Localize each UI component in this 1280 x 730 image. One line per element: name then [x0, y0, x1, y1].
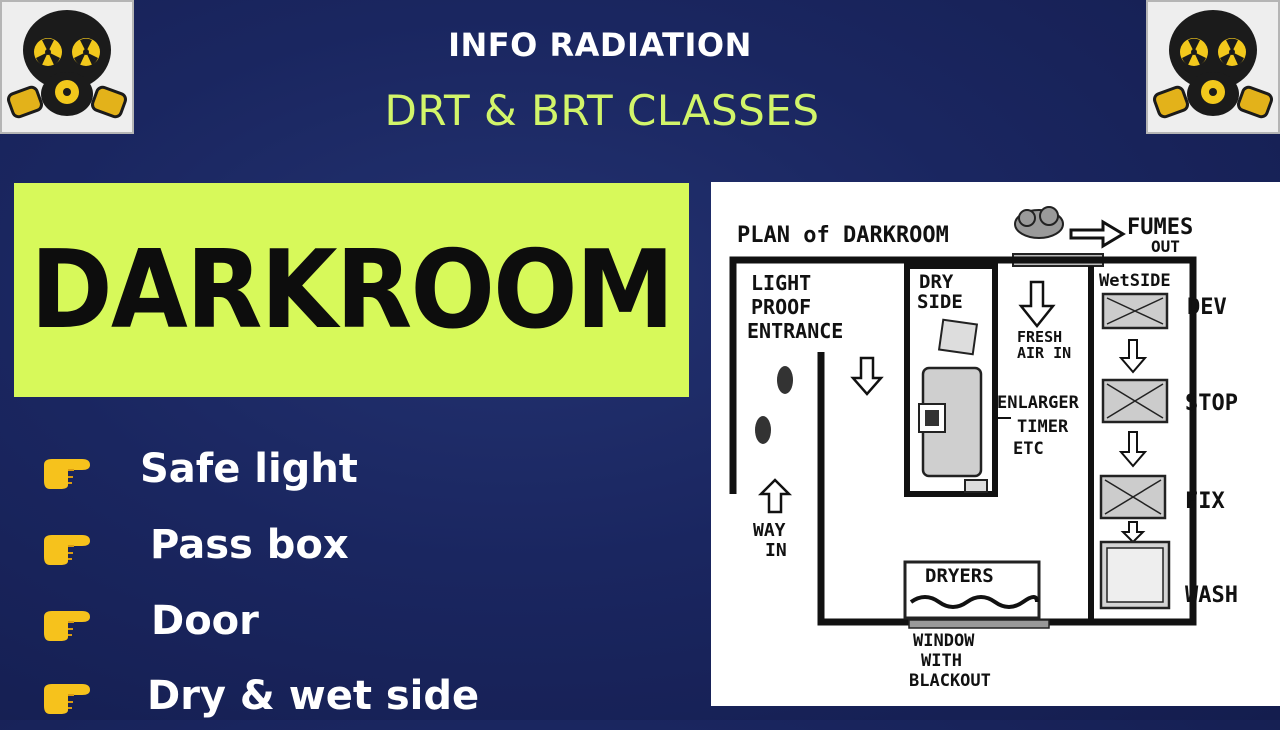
fumes-out-label: OUT [1151, 237, 1180, 256]
way-in-label-1: WAY [753, 520, 786, 541]
tray-wash [1099, 540, 1171, 610]
pointing-hand-icon [44, 611, 90, 641]
entrance-label-3: ENTRANCE [747, 319, 843, 343]
tray-stop [1101, 378, 1169, 424]
list-item-label: Pass box [150, 522, 349, 568]
step-stop-label: STOP [1185, 391, 1238, 416]
banner-title: DARKROOM [30, 227, 674, 353]
window-label-3: BLACKOUT [909, 671, 991, 691]
way-in-label-2: IN [765, 540, 787, 561]
dryers-unit [903, 560, 1041, 620]
list-item-label: Dry & wet side [147, 673, 480, 719]
outer-wall [729, 256, 1197, 626]
pointing-hand-icon [44, 459, 90, 489]
arrow-down-icon [850, 356, 884, 396]
fumes-label: FUMES [1127, 215, 1193, 240]
header-subtitle: DRT & BRT CLASSES [384, 86, 820, 135]
window-frame [908, 619, 1050, 629]
arrow-down-icon [1120, 521, 1146, 544]
enlarger-label-3: ETC [1013, 439, 1044, 459]
arrow-up-icon [757, 478, 793, 514]
dryers-label: DRYERS [925, 565, 994, 587]
enlarger-label-2: TIMER [1017, 417, 1069, 437]
list-item-label: Safe light [140, 446, 358, 492]
gas-mask-radiation-icon [1152, 10, 1274, 119]
entrance-label-1: LIGHT [751, 271, 811, 295]
wet-side-label: WetSIDE [1099, 271, 1171, 291]
step-fix-label: FIX [1185, 489, 1225, 514]
dryer-wave [909, 595, 1039, 609]
entrance-label-2: PROOF [751, 295, 811, 319]
fresh-air-label-1: FRESH [1017, 328, 1062, 346]
plan-title: PLAN of DARKROOM [737, 223, 949, 248]
dry-side-label-2: SIDE [917, 291, 963, 313]
logo-right [1146, 0, 1280, 134]
pointing-hand-icon [44, 684, 90, 714]
logo-left [0, 0, 134, 134]
header-title: INFO RADIATION [448, 26, 752, 64]
arrow-right-icon [1069, 219, 1126, 249]
dry-side-label-1: DRY [919, 271, 954, 293]
step-dev-label: DEV [1187, 295, 1227, 320]
step-wash-label: WASH [1185, 583, 1238, 608]
enlarger-label-1: ENLARGER [997, 393, 1080, 413]
dry-side-wall [904, 263, 998, 497]
enlarger-head [925, 410, 939, 426]
window-label-1: WINDOW [913, 631, 975, 651]
fresh-air-label-2: AIR IN [1017, 344, 1071, 362]
footprint-icon [777, 366, 793, 394]
tray-dev [1101, 292, 1169, 330]
darkroom-plan-drawing: PLAN of DARKROOM FUMES OUT LIGHT PROOF E… [729, 206, 1238, 691]
gas-mask-radiation-icon [6, 10, 128, 119]
window-label-2: WITH [921, 651, 962, 671]
timer [964, 479, 988, 493]
darkroom-plan-diagram: PLAN of DARKROOM FUMES OUT LIGHT PROOF E… [711, 182, 1280, 706]
footprint-icon [755, 416, 771, 444]
paper-stack [937, 318, 979, 356]
arrow-down-icon [1118, 339, 1148, 374]
cloud-icon [1014, 206, 1064, 239]
tray-fix [1099, 474, 1167, 520]
pointing-hand-icon [44, 535, 90, 565]
arrow-down-icon [1018, 280, 1056, 329]
title-banner: DARKROOM [14, 183, 689, 397]
arrow-down-icon [1118, 431, 1148, 468]
list-item-label: Door [151, 598, 259, 644]
